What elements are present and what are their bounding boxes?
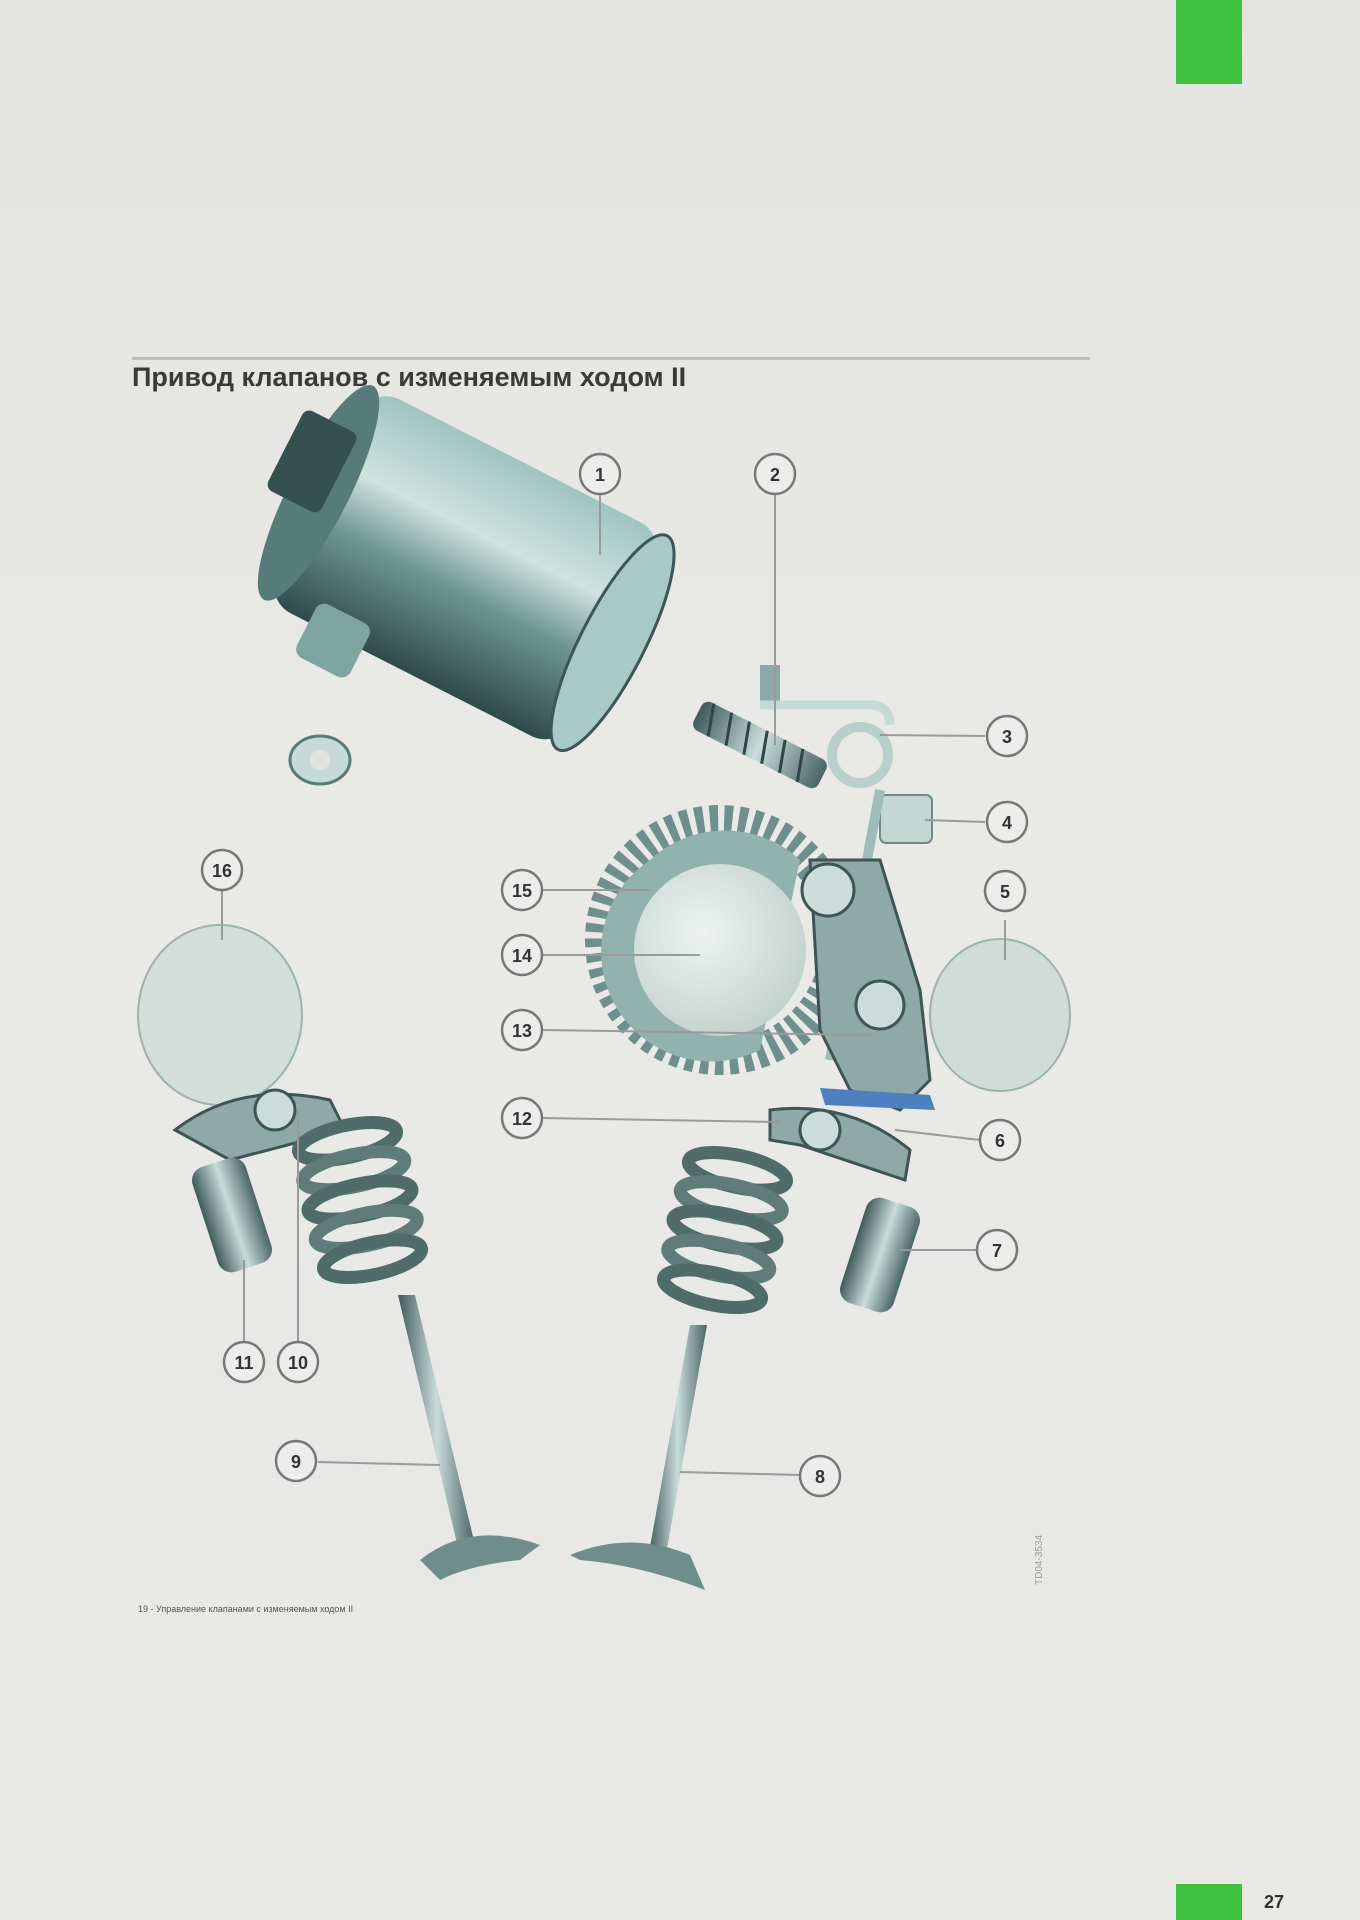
leader-lines — [221, 495, 1006, 1476]
intake-cam — [929, 938, 1071, 1092]
title-divider — [132, 357, 1090, 360]
svg-text:1: 1 — [595, 465, 605, 485]
callout-14: 14 — [500, 933, 544, 977]
page-title: Привод клапанов с изменяемым ходом II — [132, 362, 687, 392]
actuator-motor — [257, 385, 676, 786]
eccentric-shaft-gear — [585, 805, 855, 1075]
callout-9: 9 — [274, 1439, 318, 1483]
worm-shaft — [693, 665, 827, 789]
callout-11: 11 — [222, 1340, 266, 1384]
svg-text:8: 8 — [815, 1467, 825, 1487]
callout-3: 3 — [985, 714, 1029, 758]
page-number: 27 — [1264, 1892, 1285, 1912]
svg-text:13: 13 — [512, 1021, 532, 1041]
svg-text:4: 4 — [1002, 813, 1012, 833]
callout-4: 4 — [985, 800, 1029, 844]
svg-text:11: 11 — [234, 1353, 253, 1373]
callout-16: 16 — [200, 848, 244, 892]
callout-10: 10 — [276, 1340, 320, 1384]
callout-7: 7 — [975, 1228, 1019, 1272]
svg-text:15: 15 — [512, 881, 532, 901]
svg-text:14: 14 — [512, 946, 532, 966]
callout-8: 8 — [798, 1454, 842, 1498]
callout-15: 15 — [500, 868, 544, 912]
svg-text:7: 7 — [992, 1241, 1002, 1261]
svg-text:12: 12 — [512, 1109, 532, 1129]
svg-text:16: 16 — [212, 861, 232, 881]
callout-12: 12 — [500, 1096, 544, 1140]
callout-1: 1 — [578, 452, 622, 496]
svg-text:6: 6 — [995, 1131, 1005, 1151]
callout-6: 6 — [978, 1118, 1022, 1162]
svg-text:2: 2 — [770, 465, 780, 485]
callout-5: 5 — [983, 869, 1027, 913]
figure-caption: 19 - Управление клапанами с изменяемым х… — [138, 1604, 354, 1614]
intermediate-lever — [800, 858, 935, 1112]
chapter-marker-bottom — [1176, 1884, 1242, 1920]
callout-2: 2 — [753, 452, 797, 496]
svg-text:3: 3 — [1002, 727, 1012, 747]
chapter-marker-top — [1176, 0, 1242, 84]
figure-code: TD04-3534 — [1034, 1534, 1045, 1585]
svg-text:9: 9 — [291, 1452, 301, 1472]
svg-text:5: 5 — [1000, 882, 1010, 902]
svg-text:10: 10 — [288, 1353, 308, 1373]
exhaust-cam — [137, 924, 303, 1106]
exhaust-valve-assembly — [172, 1088, 540, 1580]
callout-13: 13 — [500, 1008, 544, 1052]
intake-valve-assembly — [570, 1106, 920, 1590]
